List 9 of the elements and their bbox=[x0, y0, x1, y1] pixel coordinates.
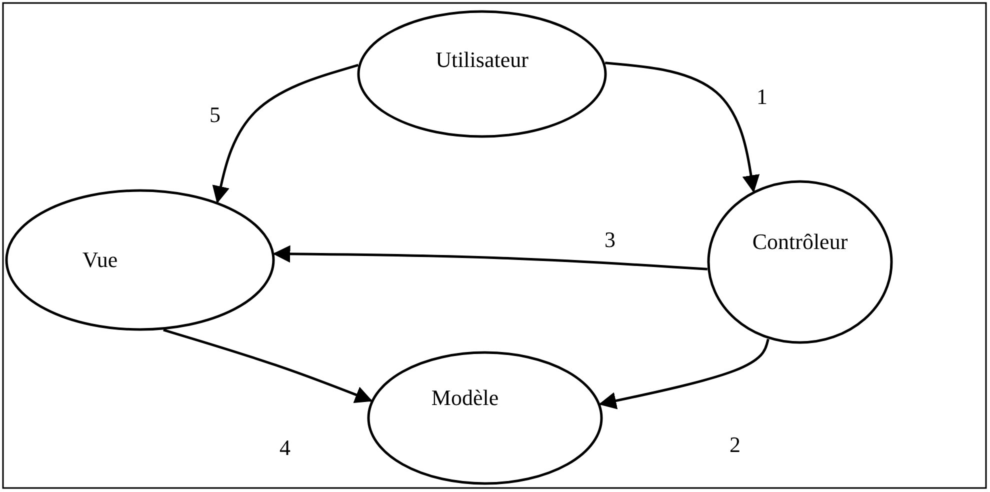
node-label: Vue bbox=[82, 247, 118, 273]
node-label: Contrôleur bbox=[752, 229, 848, 255]
arrow bbox=[212, 64, 359, 204]
arrow bbox=[598, 338, 770, 410]
arrow bbox=[272, 245, 708, 270]
node-label: Modèle bbox=[431, 385, 499, 411]
arrow bbox=[604, 62, 760, 193]
node-label: Utilisateur bbox=[436, 47, 528, 73]
arrow bbox=[163, 328, 373, 404]
